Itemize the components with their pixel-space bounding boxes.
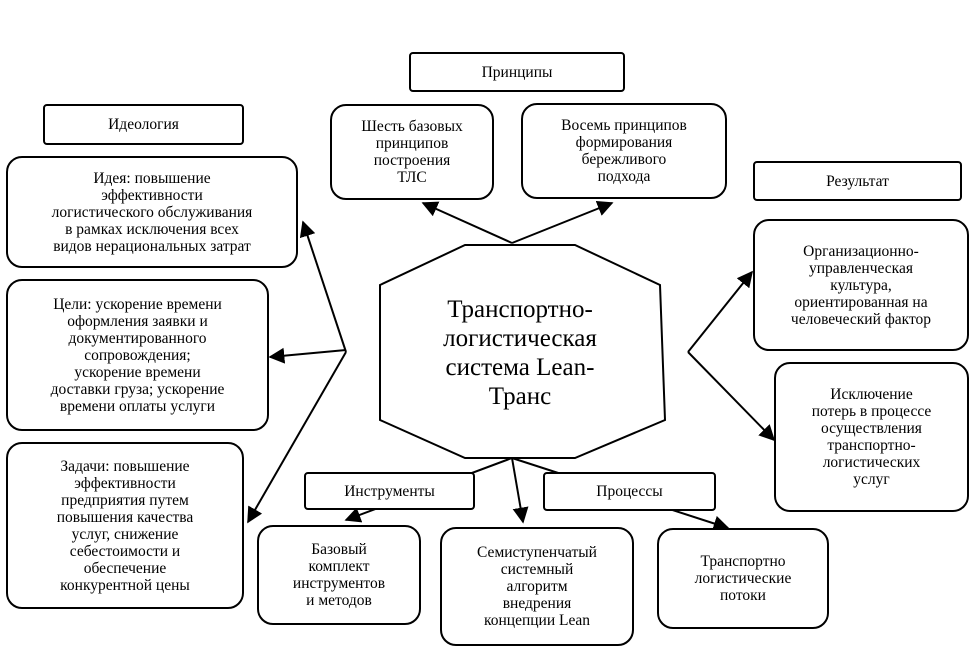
label-ideology: Идеология [43,104,244,145]
label-result: Результат [753,161,962,201]
label-instruments: Инструменты [304,472,475,510]
arrow-to-tasks [247,351,347,524]
box-goals: Цели: ускорение времени оформления заявк… [6,279,269,431]
arrow-to-principle-six [421,201,513,244]
box-result-loss: Исключение потерь в процессе осуществлен… [774,362,969,512]
box-tasks: Задачи: повышение эффективности предприя… [6,442,244,609]
label-processes: Процессы [543,472,716,511]
box-instr-kit: Базовый комплект инструментов и методов [257,525,421,625]
box-principle-six: Шесть базовых принципов построения ТЛС [330,104,494,200]
label-principles: Принципы [409,52,625,92]
box-principle-eight: Восемь принципов формирования бережливог… [521,103,727,199]
arrow-to-principle-eight [511,200,614,244]
arrow-to-goals [268,347,347,364]
box-result-culture: Организационно- управленческая культура,… [753,219,969,351]
center-title: Транспортно- логистическая система Lean-… [443,295,597,410]
arrow-to-algorithm [511,457,529,524]
arrow-to-idea [299,220,347,353]
box-algorithm: Семиступенчатый системный алгоритм внедр… [440,527,634,646]
arrow-to-result-loss [687,351,776,442]
box-flows: Транспортно логистические потоки [657,528,829,629]
box-idea: Идея: повышение эффективности логистичес… [6,156,298,268]
center-octagon [379,244,667,459]
arrow-to-result-culture [687,270,753,353]
